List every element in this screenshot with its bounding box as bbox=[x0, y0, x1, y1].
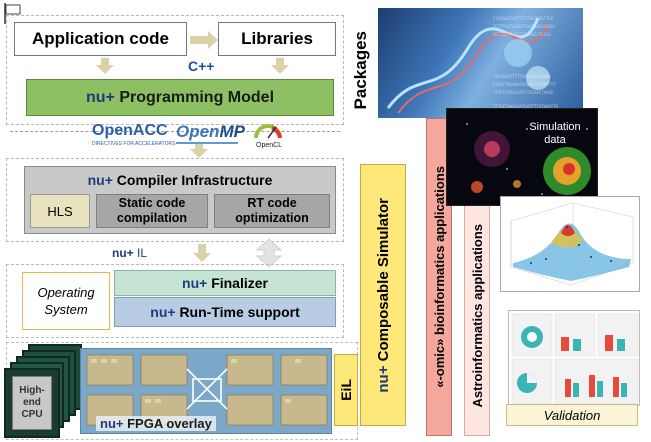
os-box: Operating System bbox=[22, 272, 110, 330]
svg-text:TTCAAAATTTTTGAAAACAGGGGG: TTCAAAATTTTTGAAAACAGGGGG bbox=[493, 74, 551, 79]
compiler-region bbox=[6, 158, 344, 242]
il-label: nu+ IL bbox=[112, 246, 148, 260]
dna-packages-image: CTAAAGATGATTCTTAGTCGGTTGA TCTTTAGTCCGGTT… bbox=[378, 8, 583, 118]
separator-line bbox=[10, 131, 340, 132]
svg-text:TTTGCTAAACAATGATTTTATAAATTA: TTTGCTAAACAATGATTTTATAAATTA bbox=[493, 104, 559, 109]
svg-text:TTTGTCATACAATTTGCAACTAAGG: TTTGTCATACAATTTGCAACTAAGG bbox=[493, 90, 554, 95]
packages-label: Packages bbox=[351, 30, 370, 110]
bidirectional-arrow-icon bbox=[254, 238, 284, 268]
openacc-sub: DIRECTIVES FOR ACCELERATORS bbox=[92, 141, 176, 147]
fpga-overlay-label: nu+ FPGA overlay bbox=[96, 416, 216, 431]
openmp-logo: OpenMP bbox=[176, 122, 245, 141]
opencl-gauge-icon bbox=[252, 118, 284, 140]
arrow-down-icon bbox=[190, 144, 208, 158]
openmp-underline bbox=[176, 142, 238, 144]
cpp-label: C++ bbox=[188, 58, 215, 74]
programming-model-box: nu+ Programming Model bbox=[26, 79, 334, 116]
astroinformatics-box: Astroinformatics applications bbox=[464, 196, 490, 436]
prog-model-prefix: nu+ bbox=[85, 88, 115, 106]
finalizer-box: nu+ Finalizer bbox=[114, 270, 336, 296]
composable-simulator-box: nu+ Composable Simulator bbox=[360, 164, 406, 426]
svg-text:GGTCACAAATCCTTAAGCCTCCCG: GGTCACAAATCCTTAAGCCTCCCG bbox=[493, 32, 551, 37]
arrow-down-icon bbox=[193, 244, 211, 264]
simulation-data-label: Simulation data bbox=[529, 121, 581, 146]
rt-optimization-box: RT code optimization bbox=[214, 194, 330, 228]
svg-text:GTAATTACAAACAAAAGTCCGATTTT: GTAATTACAAACAAAAGTCCGATTTT bbox=[493, 82, 556, 87]
eil-box: EiL bbox=[334, 354, 358, 426]
application-code-label: Application code bbox=[32, 29, 169, 48]
svg-text:TCTTTAGTCCGGTTGATAACACGAGC: TCTTTAGTCCGGTTGATAACACGAGC bbox=[493, 24, 556, 29]
arrow-down-icon bbox=[271, 58, 289, 74]
validation-dashboard-image bbox=[508, 310, 640, 406]
svg-text:CTAAAGATGATTCTTAGTCGGTTGA: CTAAAGATGATTCTTAGTCGGTTGA bbox=[493, 16, 554, 21]
cpu-label: High-end CPU bbox=[19, 385, 45, 420]
top-region bbox=[6, 15, 344, 125]
openacc-logo: OpenACC bbox=[92, 122, 168, 139]
simulation-data-image: Simulation data bbox=[446, 108, 598, 206]
validation-box: Validation bbox=[506, 404, 638, 426]
arrow-right-icon bbox=[190, 31, 218, 49]
opencl-label: OpenCL bbox=[256, 142, 283, 149]
libraries-box: Libraries bbox=[218, 22, 336, 56]
runtime-support-box: nu+ Run-Time support bbox=[114, 297, 336, 327]
static-compilation-box: Static code compilation bbox=[96, 194, 208, 228]
application-code-box: Application code bbox=[14, 22, 187, 56]
hls-box: HLS bbox=[30, 194, 90, 228]
packages-label-box: Packages bbox=[346, 17, 376, 123]
libraries-label: Libraries bbox=[241, 29, 313, 48]
cpu-chip-stack: High-end CPU bbox=[4, 344, 88, 440]
prog-model-label: Programming Model bbox=[119, 88, 275, 106]
flag-icon bbox=[2, 2, 28, 24]
arrow-down-icon bbox=[96, 58, 114, 74]
compiler-title: nu+ Compiler Infrastructure bbox=[87, 172, 273, 188]
runtime-region bbox=[6, 264, 344, 338]
surface-plot-image bbox=[500, 196, 640, 292]
